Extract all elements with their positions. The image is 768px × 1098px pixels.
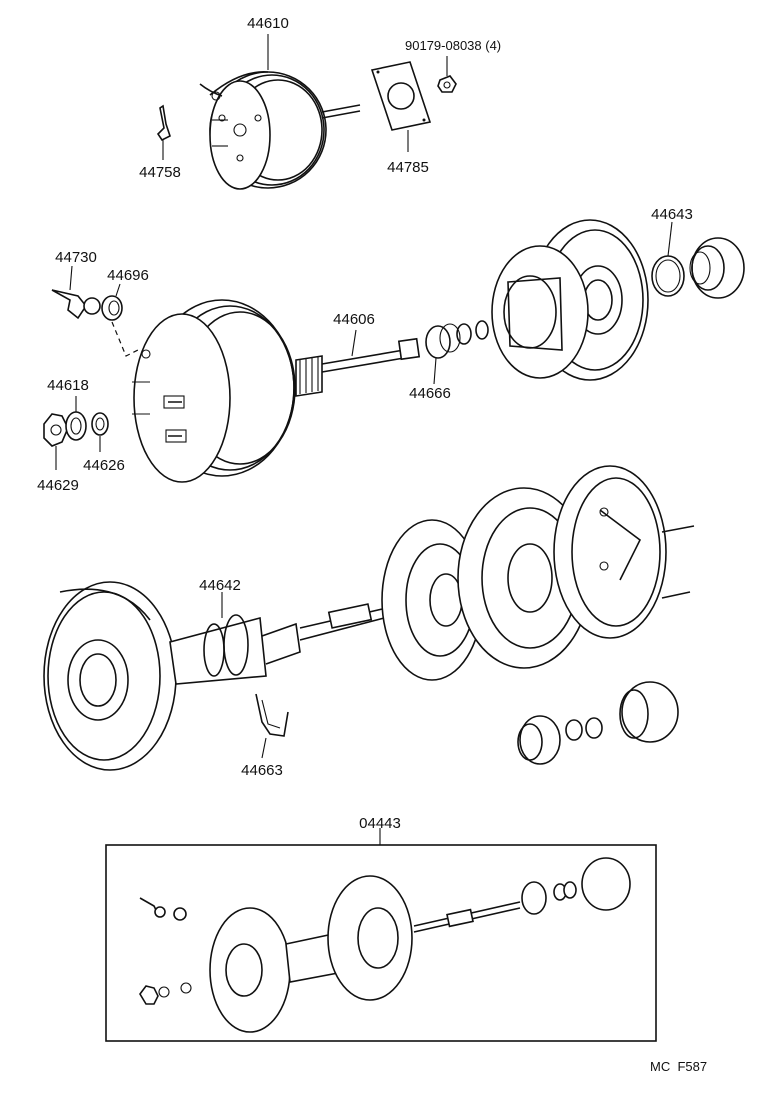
seal-44643-drawing [651,221,745,299]
part-label-44643: 44643 [651,206,693,223]
diaphragm-plates-drawing [381,465,695,681]
front-shell-drawing [43,581,177,771]
clip-44758-drawing [156,104,171,160]
piston-44642-drawing [169,597,431,685]
part-label-44642: 44642 [199,577,241,594]
rear-shell-drawing [491,219,649,381]
booster-body-drawing [132,299,489,483]
part-label-44610: 44610 [247,15,289,32]
part-label-44785: 44785 [387,159,429,176]
key-44663-drawing [255,693,289,759]
part-label-44629: 44629 [37,477,79,494]
nut-90179-drawing [437,56,457,93]
part-label-44618: 44618 [47,377,89,394]
part-label-44606: 44606 [333,311,375,328]
part-label-90179-08038: 90179-08038 (4) [405,38,501,53]
check-valve-44730-drawing [51,265,101,320]
part-label-44730: 44730 [55,249,97,266]
kit-04443-frame [105,844,657,1042]
part-label-44758: 44758 [139,164,181,181]
booster-assembly-drawing [199,71,361,190]
part-label-44696: 44696 [107,267,149,284]
part-label-44626: 44626 [83,457,125,474]
part-label-04443: 04443 [359,815,401,832]
part-label-44666: 44666 [409,385,451,402]
diagram-footer-code: MC F587 [650,1059,707,1074]
seal-kit-row-drawing [517,681,679,765]
kit-04443-drawing [139,857,631,1033]
small-parts-drawing [43,396,109,470]
grommet-44696-drawing [101,283,123,321]
part-label-44663: 44663 [241,762,283,779]
gasket-44785-drawing [370,61,432,152]
